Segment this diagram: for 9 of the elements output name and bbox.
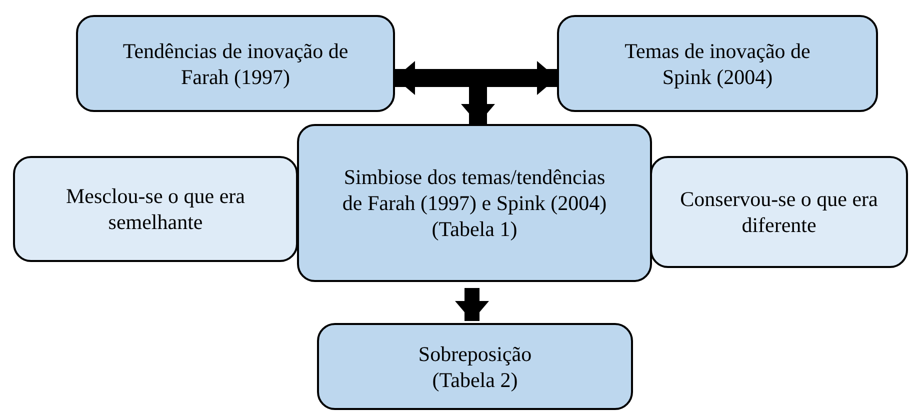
block-arrow (478, 61, 557, 95)
process-box: Simbiose dos temas/tendências de Farah (1997) e Spink (2004) (Tabela 1) (297, 124, 652, 282)
process-box: Temas de inovação de Spink (2004) (557, 15, 878, 112)
process-box: Sobreposição (Tabela 2) (317, 323, 633, 410)
note-box: Conservou-se o que era diferente (650, 156, 908, 268)
process-box: Tendências de inovação de Farah (1997) (76, 15, 395, 112)
block-arrow (455, 288, 489, 321)
note-box: Mesclou-se o que era semelhante (13, 156, 298, 262)
block-arrow (395, 61, 478, 95)
